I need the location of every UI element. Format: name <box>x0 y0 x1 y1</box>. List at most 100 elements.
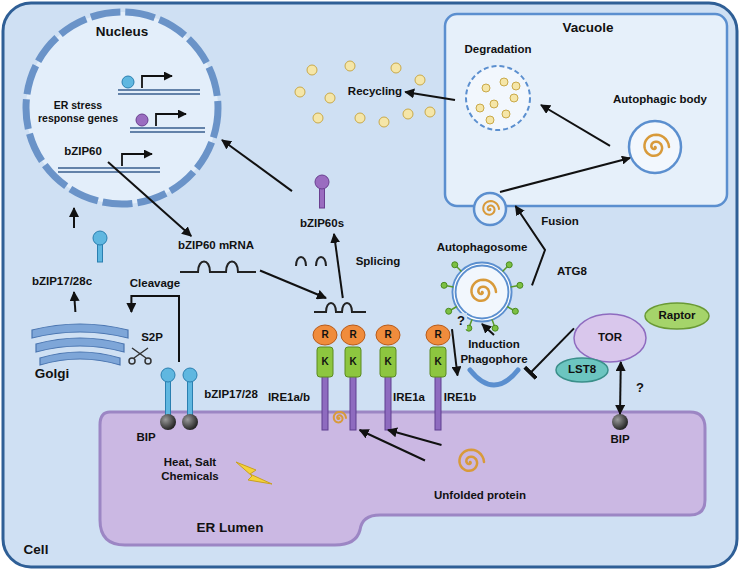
recycling-label: Recycling <box>345 82 405 102</box>
node-title: Autophagic body <box>613 93 707 107</box>
node-title: TOR <box>598 331 622 345</box>
bzip17-28c-protein <box>93 231 107 262</box>
transmembrane-domain <box>350 376 356 430</box>
amino-acid-dot <box>391 63 401 73</box>
generated-shapes <box>295 61 669 471</box>
transcription-arrows <box>122 76 186 166</box>
transmembrane-domain <box>435 376 441 430</box>
transcription-factor <box>136 114 148 126</box>
amino-acid-dot <box>295 87 305 97</box>
edge-label: ? <box>455 313 467 329</box>
node-title: Vacuole <box>562 20 613 36</box>
annotation-label: ER stress response genes <box>35 99 121 124</box>
node-title: Golgi <box>35 366 70 382</box>
unfolded-protein-coil <box>645 135 670 156</box>
annotation-label: K <box>321 356 328 368</box>
edge-label: Splicing <box>354 255 403 269</box>
arrow-connector <box>260 271 326 299</box>
amino-acid-dot <box>500 78 508 86</box>
node-subtitle: Phagophore <box>460 353 527 367</box>
amino-acid-dot <box>510 94 518 102</box>
rnase-domain <box>376 325 400 345</box>
autophagosome: AutophagosomeATG8 <box>432 238 532 324</box>
atg8-protein <box>506 262 512 268</box>
ire1-dimer: IRE1a/b <box>312 298 368 430</box>
kinase-domain <box>317 347 333 377</box>
atg8-protein <box>446 308 452 314</box>
arrow-connector <box>482 324 494 335</box>
gene-label: bZIP60 <box>58 142 108 162</box>
node-title: Unfolded protein <box>434 489 526 503</box>
arrow-connector <box>131 296 179 362</box>
node-title: Degradation <box>464 43 531 57</box>
transmembrane-domain <box>385 376 391 430</box>
annotation-label: BIP <box>136 431 155 445</box>
transmembrane-domain <box>322 376 328 430</box>
amino-acid-dot <box>345 61 355 71</box>
lst8-subunit: LST8 <box>556 358 608 382</box>
autophagic-body-membrane <box>629 121 681 173</box>
edge-label: ? <box>634 380 646 396</box>
annotation-label: R <box>349 329 356 341</box>
atg8-stalk <box>511 286 518 287</box>
atg8-stalk <box>470 319 472 326</box>
annotation-label: K <box>384 356 391 368</box>
annotation-label: S2P <box>141 331 163 345</box>
amino-acid-dot <box>325 93 335 103</box>
atg8-stalk <box>507 307 513 311</box>
arrow-connector <box>222 140 292 191</box>
amino-acid-dot <box>486 116 494 124</box>
annotation-label: R <box>434 329 441 341</box>
amino-acid-dot <box>403 109 413 119</box>
atg8-protein <box>492 325 498 331</box>
inhibition-connector <box>531 328 575 372</box>
atg8-stalk <box>492 319 494 326</box>
bzip17-28-proteins <box>160 368 198 430</box>
mrna-box: bZIP60 mRNA <box>174 236 260 282</box>
node-title: bZIP60s <box>300 217 344 231</box>
atg8-protein <box>517 282 523 288</box>
internalization-arrow <box>500 158 630 192</box>
arrow-connector <box>334 234 343 298</box>
annotation-label: R <box>384 329 391 341</box>
node-title: bZIP60 <box>64 145 102 159</box>
vacuole-membrane <box>445 14 727 206</box>
amino-acid-dot <box>307 65 317 75</box>
rnase-domain <box>313 325 337 345</box>
vacuole: VacuoleDegradationAutophagic body <box>445 14 727 206</box>
node-title: Autophagosome <box>437 241 528 255</box>
arrow-connector <box>360 430 425 461</box>
phagophore: InductionPhagophore <box>457 335 530 389</box>
degradation-vesicle-box: Degradation <box>455 40 541 140</box>
amino-acid-dot <box>482 84 490 92</box>
rnase-domain <box>426 325 450 345</box>
node-title: ER Lumen <box>197 520 264 536</box>
node-subtitle: ATG8 <box>557 265 587 279</box>
arrow-connector <box>108 162 191 236</box>
protein-box: bZIP17/28c <box>28 228 120 292</box>
kinase-domain <box>430 347 446 377</box>
amino-acid-dot <box>490 100 498 108</box>
lst8-ellipse <box>556 358 608 382</box>
golgi: Golgi <box>25 312 137 385</box>
node-title: BIP <box>610 433 629 447</box>
arrow-connector <box>619 362 622 414</box>
nucleus: NucleusbZIP60 <box>22 8 222 208</box>
atg8-stalk <box>503 267 508 272</box>
kinase-domain <box>345 347 361 377</box>
amino-acid-dot <box>355 113 365 123</box>
node-title: Recycling <box>348 85 402 99</box>
rnase-domain <box>341 325 365 345</box>
annotation-label: K <box>349 356 356 368</box>
raptor-ellipse <box>645 303 709 329</box>
arrow-connector <box>541 105 610 146</box>
atg8-protein <box>441 282 447 288</box>
tor-ellipse <box>574 314 646 362</box>
transcription-factor <box>122 76 134 88</box>
node-title: Cell <box>24 542 49 558</box>
golgi-stack <box>32 324 128 365</box>
arrow-connector <box>73 208 75 228</box>
er-membrane <box>100 412 705 545</box>
scissors-symbol <box>129 348 151 364</box>
atg8-protein <box>452 262 458 268</box>
